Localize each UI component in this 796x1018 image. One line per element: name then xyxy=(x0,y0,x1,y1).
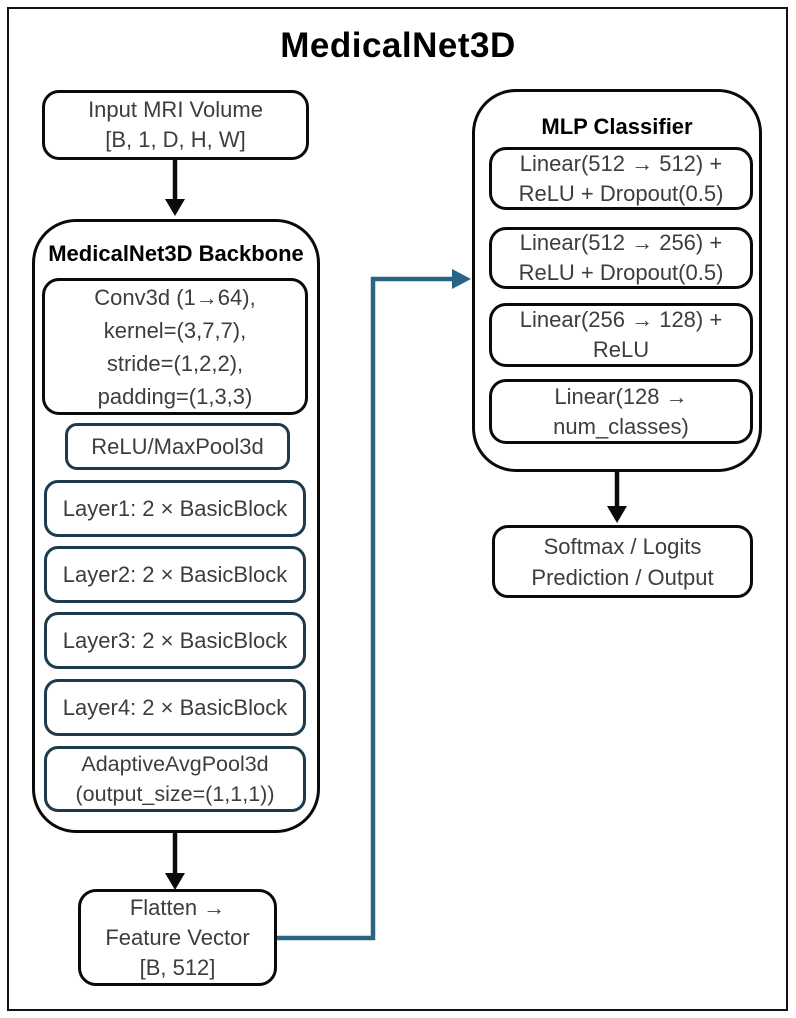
backbone-title: MedicalNet3D Backbone xyxy=(48,241,304,266)
linear-256-128-block: Linear(256 → 128) + ReLU xyxy=(489,303,753,367)
backbone-container: MedicalNet3D Backbone Conv3d (1→64), ker… xyxy=(32,219,320,833)
arrow-backbone-to-flatten xyxy=(165,833,185,890)
layer1-block: Layer1: 2 × BasicBlock xyxy=(44,480,306,537)
node-text-line: Feature Vector xyxy=(105,924,250,950)
node-text-line: ReLU + Dropout(0.5) xyxy=(518,180,724,206)
node-text-line: num_classes) xyxy=(553,413,689,439)
node-text-line: ReLU xyxy=(592,337,650,362)
input-mri-volume-node: Input MRI Volume [B, 1, D, H, W] xyxy=(42,90,309,160)
linear-512-256-block: Linear(512 → 256) + ReLU + Dropout(0.5) xyxy=(489,227,753,289)
node-text-line: Layer1: 2 × BasicBlock xyxy=(62,495,288,521)
node-text-line: AdaptiveAvgPool3d xyxy=(81,752,269,776)
relu-maxpool-block: ReLU/MaxPool3d xyxy=(65,423,290,470)
flatten-feature-vector-node: Flatten → Feature Vector [B, 512] xyxy=(78,889,277,986)
node-text-line: Linear(512 → 256) + xyxy=(519,230,723,255)
softmax-output-node: Softmax / Logits Prediction / Output xyxy=(492,525,753,598)
node-text-line: Conv3d (1→64), xyxy=(94,284,256,310)
node-text-line: Softmax / Logits xyxy=(543,533,702,559)
arrow-mlp-to-output xyxy=(607,472,627,523)
diagram-title: MedicalNet3D xyxy=(280,26,516,65)
linear-128-numclasses-block: Linear(128 → num_classes) xyxy=(489,379,753,444)
node-text-line: Input MRI Volume xyxy=(88,97,263,122)
node-text-line: Linear(512 → 512) + xyxy=(519,150,723,176)
node-text-line: [B, 1, D, H, W] xyxy=(105,127,246,152)
arrow-input-to-backbone xyxy=(165,158,185,216)
node-text-line: Layer2: 2 × BasicBlock xyxy=(62,561,288,587)
node-text-line: Flatten → xyxy=(129,894,226,920)
node-text-line: (output_size=(1,1,1)) xyxy=(75,782,275,806)
node-text-line: Layer3: 2 × BasicBlock xyxy=(62,627,288,653)
layer4-block: Layer4: 2 × BasicBlock xyxy=(44,679,306,736)
node-text-line: ReLU/MaxPool3d xyxy=(91,433,264,459)
node-text-line: ReLU + Dropout(0.5) xyxy=(518,260,724,285)
layer2-block: Layer2: 2 × BasicBlock xyxy=(44,546,306,603)
conv3d-block: Conv3d (1→64), kernel=(3,7,7), stride=(1… xyxy=(42,278,308,415)
node-text-line: kernel=(3,7,7), xyxy=(103,317,247,343)
linear-512-512-block: Linear(512 → 512) + ReLU + Dropout(0.5) xyxy=(489,147,753,210)
node-text-line: Layer4: 2 × BasicBlock xyxy=(62,694,288,720)
layer3-block: Layer3: 2 × BasicBlock xyxy=(44,612,306,669)
node-text-line: Linear(256 → 128) + xyxy=(519,307,723,332)
adaptiveavgpool-block: AdaptiveAvgPool3d (output_size=(1,1,1)) xyxy=(44,746,306,812)
node-text-line: Linear(128 → xyxy=(554,383,688,409)
mlp-classifier-container: MLP Classifier Linear(512 → 512) + ReLU … xyxy=(472,89,762,472)
node-text-line: Prediction / Output xyxy=(531,564,714,590)
node-text-line: [B, 512] xyxy=(139,954,216,980)
node-text-line: padding=(1,3,3) xyxy=(97,383,253,409)
mlp-title: MLP Classifier xyxy=(541,114,693,139)
node-text-line: stride=(1,2,2), xyxy=(106,350,244,376)
